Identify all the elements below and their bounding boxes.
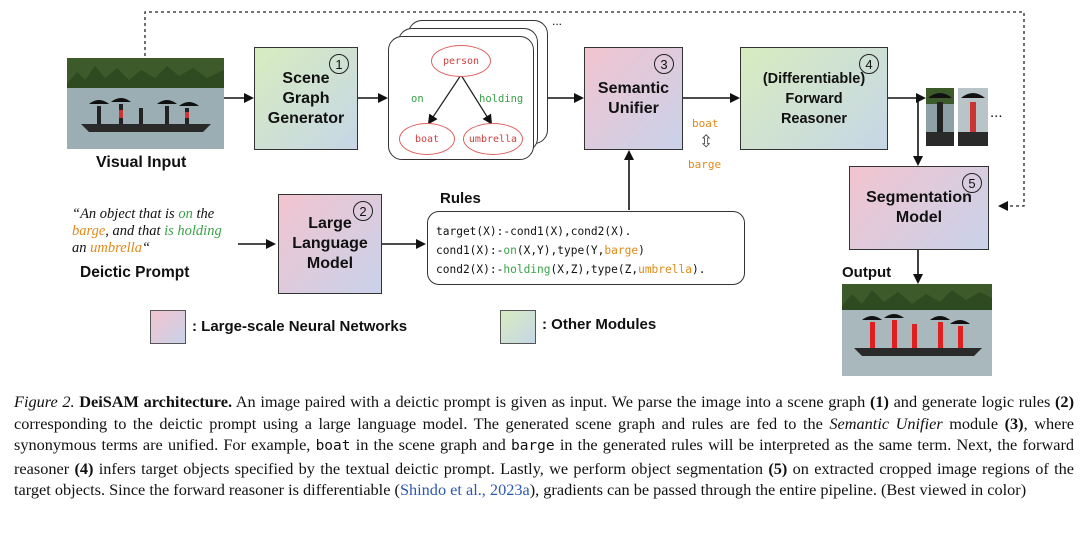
prompt-part2: the	[192, 206, 215, 222]
rule-line-2: cond1(X):-on(X,Y),type(Y,barge)	[436, 241, 736, 260]
legend-other-label: : Other Modules	[542, 316, 657, 333]
caption-n5: (5)	[768, 458, 788, 478]
semantic-unifier-label: Semantic Unifier	[597, 79, 670, 117]
rule2-on: on	[503, 244, 517, 257]
caption-barge: barge	[510, 438, 555, 455]
legend-neural-label: : Large-scale Neural Networks	[192, 318, 408, 335]
rule3-holding: holding	[503, 263, 551, 276]
output-label: Output	[842, 264, 892, 281]
caption-t8: infers target objects specified by the t…	[93, 458, 769, 478]
sg-edge-holding: holding	[479, 93, 524, 105]
visual-input-label: Visual Input	[96, 154, 187, 171]
scene-graph-generator-label: Scene Graph Generator	[267, 69, 345, 127]
ellipsis-top: ...	[552, 14, 563, 28]
step-number-1: 1	[329, 54, 349, 74]
prompt-on: on	[178, 206, 193, 222]
unify-boat-term: boat	[692, 117, 719, 130]
rules-box: target(X):-cond1(X),cond2(X). cond1(X):-…	[427, 211, 745, 285]
forward-reasoner-box: (Differentiable) Forward Reasoner 4	[740, 47, 888, 150]
deictic-prompt-label: Deictic Prompt	[80, 264, 190, 281]
step-number-5: 5	[962, 173, 982, 193]
figure-caption: Figure 2. DeiSAM architecture. An image …	[14, 391, 1074, 501]
crop-image-1	[926, 88, 954, 146]
legend-swatch-other	[500, 310, 536, 344]
caption-t2: and generate logic rules	[888, 392, 1056, 411]
prompt-part4: an	[72, 240, 91, 256]
caption-t6: in the scene graph and	[350, 435, 511, 455]
caption-t10: ), gradients can be passed through the e…	[529, 480, 1027, 500]
caption-citation-link[interactable]: Shindo et al., 2023a	[399, 480, 530, 500]
rule3-head: cond2(X):-	[436, 263, 504, 276]
sg-edge-on: on	[411, 93, 424, 105]
scene-graph-card: person boat umbrella on holding	[388, 36, 534, 160]
rule2-head: cond1(X):-	[436, 244, 504, 257]
caption-title: DeiSAM architecture.	[79, 392, 233, 411]
visual-input-image	[67, 58, 224, 149]
output-image	[842, 284, 992, 376]
caption-n1: (1)	[869, 392, 889, 411]
rule-line-1: target(X):-cond1(X),cond2(X).	[436, 225, 632, 238]
unify-barge-term: barge	[688, 158, 722, 171]
legend-swatch-neural	[150, 310, 186, 344]
large-language-model-label: Large Language Model	[292, 215, 368, 272]
scene-graph-edges	[427, 74, 493, 125]
rule3-mid: (X,Z),type(Z,	[550, 263, 639, 276]
rule3-umbrella: umbrella	[638, 263, 692, 276]
caption-t7: in the generated rules will be interpret…	[14, 435, 1075, 478]
rules-label: Rules	[440, 190, 481, 207]
semantic-unifier-box: Semantic Unifier 3	[584, 47, 683, 150]
rule-line-3: cond2(X):-holding(X,Z),type(Z,umbrella).	[436, 260, 736, 279]
forward-reasoner-label: (Differentiable) Forward Reasoner	[762, 70, 866, 127]
caption-t3: corresponding to the deictic prompt usin…	[14, 413, 830, 433]
rule3-end: ).	[691, 263, 706, 276]
rule2-mid: (X,Y),type(Y,	[516, 244, 605, 257]
large-language-model-box: Large Language Model 2	[278, 194, 382, 294]
segmentation-model-label: Segmentation Model	[866, 189, 972, 226]
scene-graph-generator-box: Scene Graph Generator 1	[254, 47, 358, 150]
caption-n3: (3)	[1004, 413, 1024, 433]
caption-t4: module	[942, 413, 1005, 433]
prompt-part5: “	[141, 240, 151, 256]
sg-node-person: person	[431, 45, 491, 77]
caption-fig: Figure 2.	[14, 392, 75, 411]
caption-n2: (2)	[1055, 392, 1074, 411]
deictic-prompt-text: “An object that is on the barge, and that…	[72, 206, 242, 257]
prompt-umbrella: umbrella	[90, 240, 142, 256]
caption-t1: An image paired with a deictic prompt is…	[232, 392, 870, 411]
prompt-part1: “An object that is	[72, 206, 179, 222]
prompt-is-holding: is holding	[164, 223, 222, 239]
prompt-barge: barge	[72, 223, 106, 239]
caption-t9: on extracted cropped image regions of th…	[14, 458, 1075, 500]
dashed-gradient-path	[144, 11, 1025, 211]
caption-n4: (4)	[74, 458, 94, 478]
ellipsis-right: ...	[990, 104, 1003, 121]
caption-boat: boat	[315, 438, 351, 455]
caption-semantic-unifier: Semantic Unifier	[829, 413, 943, 433]
crop-image-2	[958, 88, 988, 146]
rule2-end: )	[638, 244, 645, 257]
step-number-3: 3	[654, 54, 674, 74]
unify-arrow-icon: ⇳	[699, 132, 714, 151]
step-number-2: 2	[353, 201, 373, 221]
prompt-part3: , and that	[105, 223, 165, 239]
sg-node-umbrella: umbrella	[463, 123, 523, 155]
rule2-barge: barge	[604, 244, 639, 257]
sg-node-boat: boat	[399, 123, 455, 155]
step-number-4: 4	[859, 54, 879, 74]
segmentation-model-box: Segmentation Model 5	[849, 166, 989, 250]
caption-t5: , where synonymous terms are unified. Fo…	[14, 413, 1074, 455]
connector-layer	[144, 11, 1025, 284]
